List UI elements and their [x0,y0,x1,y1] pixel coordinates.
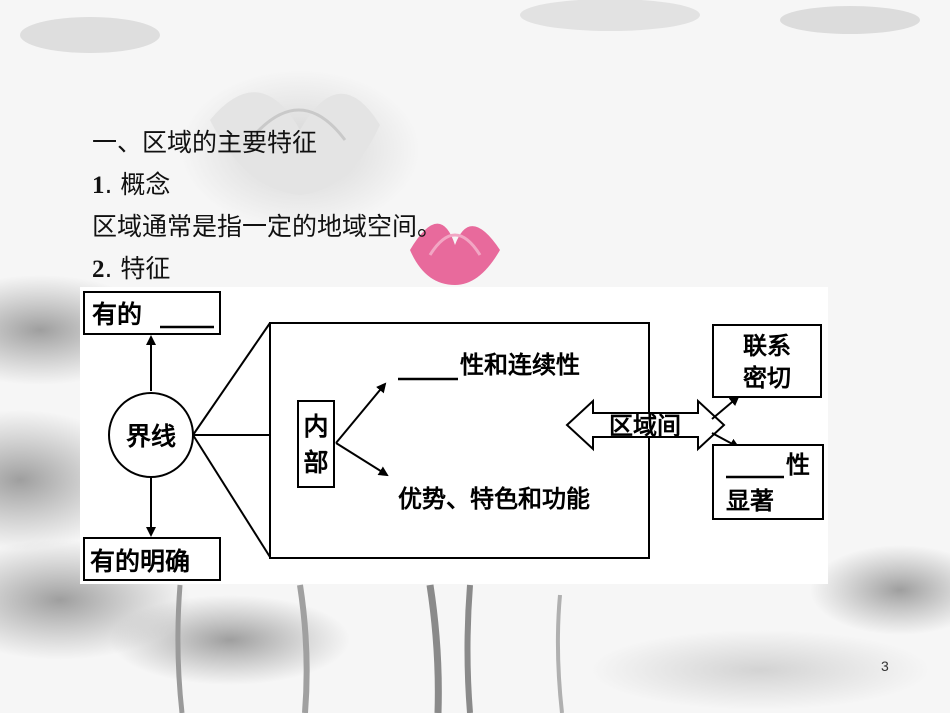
item-2-heading: 2. 特征 [92,254,170,285]
right-top-box-line-1: 联系 [743,332,791,360]
page-number: 3 [881,658,889,674]
arrow-to-right-top-box [711,395,740,420]
connector-upper [192,322,271,436]
inner-label-line-2: 部 [303,448,328,477]
item-1-heading: 1. 概念 [92,170,170,201]
inner-label-box [297,400,335,488]
between-regions-label: 区域间 [609,412,681,440]
section-heading: 一、区域的主要特征 [92,128,318,157]
definition-text: 区域通常是指一定的地域空间。 [92,212,443,241]
inner-label-line-1: 内 [303,412,328,441]
item-2-number: 2 [92,256,105,283]
right-top-box [712,324,822,398]
bottom-left-box [83,537,221,581]
bottom-left-box-label: 有的明确 [90,547,190,576]
top-left-box-label: 有的 [92,300,142,329]
between-regions-double-arrow [565,398,726,452]
upper-branch-text: 性和连续性 [460,351,580,379]
lower-branch-text: 优势、特色和功能 [398,485,590,513]
boundary-circle-label: 界线 [126,422,176,451]
right-bottom-box [712,444,824,520]
right-bottom-box-line-1: 性 [786,451,810,479]
item-1-number: 1 [92,172,105,199]
right-bottom-box-line-2: 显著 [726,487,774,515]
connector-lower [192,434,271,558]
region-features-diagram: 有的 界线 有的明确 内 部 性和连续性 优势、特色和功能 区域间 联系 密切 … [80,287,828,584]
item-1-label: . 概念 [104,170,171,199]
arrow-to-upper-branch [335,382,387,444]
item-2-label: . 特征 [104,254,171,283]
right-top-box-line-2: 密切 [743,364,791,392]
arrow-to-lower-branch [335,442,389,477]
